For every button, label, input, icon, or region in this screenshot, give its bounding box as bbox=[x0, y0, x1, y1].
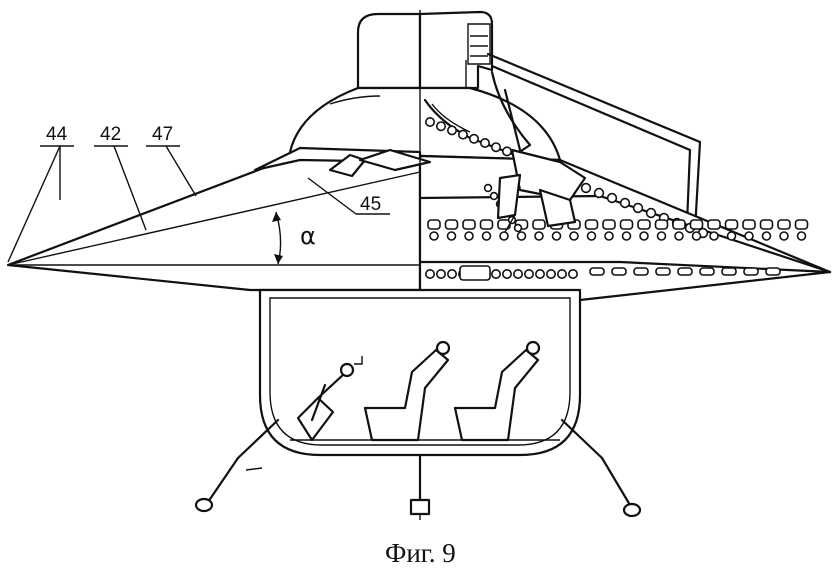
angle-marker: α bbox=[272, 211, 316, 265]
frame-holes bbox=[424, 117, 809, 281]
frame-hole bbox=[490, 268, 501, 279]
frame-hole bbox=[556, 268, 567, 279]
frame-hole bbox=[593, 187, 605, 199]
frame-slot bbox=[724, 219, 739, 230]
frame-hole bbox=[446, 125, 457, 136]
frame-hole bbox=[551, 231, 562, 241]
top-cabin bbox=[356, 10, 494, 90]
frame-slot bbox=[677, 267, 693, 276]
internal-mechanism bbox=[496, 88, 587, 233]
seat-2 bbox=[453, 340, 541, 442]
frame-hole bbox=[523, 268, 534, 279]
frame-hole bbox=[513, 223, 523, 233]
frame-hole bbox=[580, 182, 592, 194]
frame-hole bbox=[779, 231, 789, 241]
frame-slot bbox=[777, 219, 791, 230]
frame-hole bbox=[621, 231, 632, 241]
frame-hole bbox=[446, 231, 457, 241]
frame-slot bbox=[633, 267, 649, 276]
callout-47: 47 bbox=[152, 124, 173, 145]
frame-hole bbox=[435, 121, 446, 132]
frame-hole bbox=[639, 231, 649, 241]
frame-hole bbox=[606, 192, 618, 204]
disk-wing bbox=[6, 146, 832, 302]
angle-alpha-label: α bbox=[300, 222, 316, 250]
frame-hole bbox=[446, 268, 457, 279]
seat-1 bbox=[363, 340, 451, 442]
frame-hole bbox=[457, 129, 468, 140]
frame-hole bbox=[796, 231, 807, 241]
frame-hole bbox=[604, 231, 614, 241]
frame-hole bbox=[490, 142, 501, 153]
frame-hole bbox=[468, 133, 479, 144]
frame-hole bbox=[501, 268, 512, 279]
callout-44: 44 bbox=[46, 124, 68, 145]
frame-hole bbox=[499, 231, 509, 241]
frame-slot bbox=[427, 219, 441, 230]
frame-slot bbox=[794, 219, 809, 230]
frame-slot bbox=[759, 219, 774, 230]
frame-hole bbox=[534, 231, 544, 241]
frame-slot bbox=[602, 219, 616, 230]
frame-slot bbox=[584, 219, 599, 230]
frame-slot bbox=[462, 219, 476, 230]
frame-hole bbox=[424, 117, 435, 128]
control-lever bbox=[296, 356, 363, 442]
frame-hole bbox=[645, 207, 657, 219]
callout-42: 42 bbox=[100, 124, 121, 145]
frame-hole bbox=[619, 197, 631, 209]
frame-hole bbox=[479, 138, 490, 149]
frame-hole bbox=[656, 231, 667, 241]
callout-45: 45 bbox=[360, 194, 381, 215]
frame-hole bbox=[429, 231, 439, 241]
frame-slot bbox=[743, 267, 759, 276]
frame-slot bbox=[589, 267, 605, 276]
frame-slot bbox=[699, 267, 715, 276]
frame-hole bbox=[744, 231, 754, 241]
frame-hole bbox=[464, 231, 474, 241]
frame-slot bbox=[765, 267, 781, 276]
frame-slot bbox=[689, 219, 704, 230]
figure-caption: Фиг. 9 bbox=[385, 538, 456, 568]
frame-hole bbox=[534, 268, 545, 279]
frame-hole bbox=[726, 231, 737, 241]
frame-slot bbox=[721, 267, 737, 276]
frame-hole bbox=[586, 231, 597, 241]
frame-slot bbox=[459, 265, 491, 281]
frame-hole bbox=[632, 202, 644, 214]
frame-hole bbox=[481, 231, 492, 241]
frame-slot bbox=[742, 219, 756, 230]
frame-slot bbox=[619, 219, 634, 230]
frame-hole bbox=[545, 268, 556, 279]
frame-slot bbox=[479, 219, 494, 230]
frame-slot bbox=[672, 219, 686, 230]
frame-slot bbox=[444, 219, 459, 230]
landing-gear bbox=[194, 418, 642, 518]
frame-hole bbox=[674, 231, 684, 241]
frame-hole bbox=[501, 146, 512, 157]
frame-slot bbox=[532, 219, 546, 230]
frame-slot bbox=[654, 219, 669, 230]
frame-hole bbox=[424, 268, 435, 279]
frame-hole bbox=[512, 268, 523, 279]
frame-hole bbox=[569, 231, 579, 241]
frame-slot bbox=[707, 219, 721, 230]
frame-hole bbox=[483, 183, 493, 193]
frame-hole bbox=[761, 231, 772, 241]
frame-hole bbox=[567, 268, 578, 279]
frame-hole bbox=[516, 231, 527, 241]
frame-hole bbox=[691, 231, 702, 241]
frame-slot bbox=[611, 267, 627, 276]
dome bbox=[288, 70, 562, 162]
callouts: 44 42 47 45 bbox=[7, 124, 390, 263]
frame-slot bbox=[637, 219, 651, 230]
frame-hole bbox=[489, 191, 499, 201]
frame-hole bbox=[435, 268, 446, 279]
frame-hole bbox=[709, 231, 719, 241]
frame-slot bbox=[655, 267, 671, 276]
